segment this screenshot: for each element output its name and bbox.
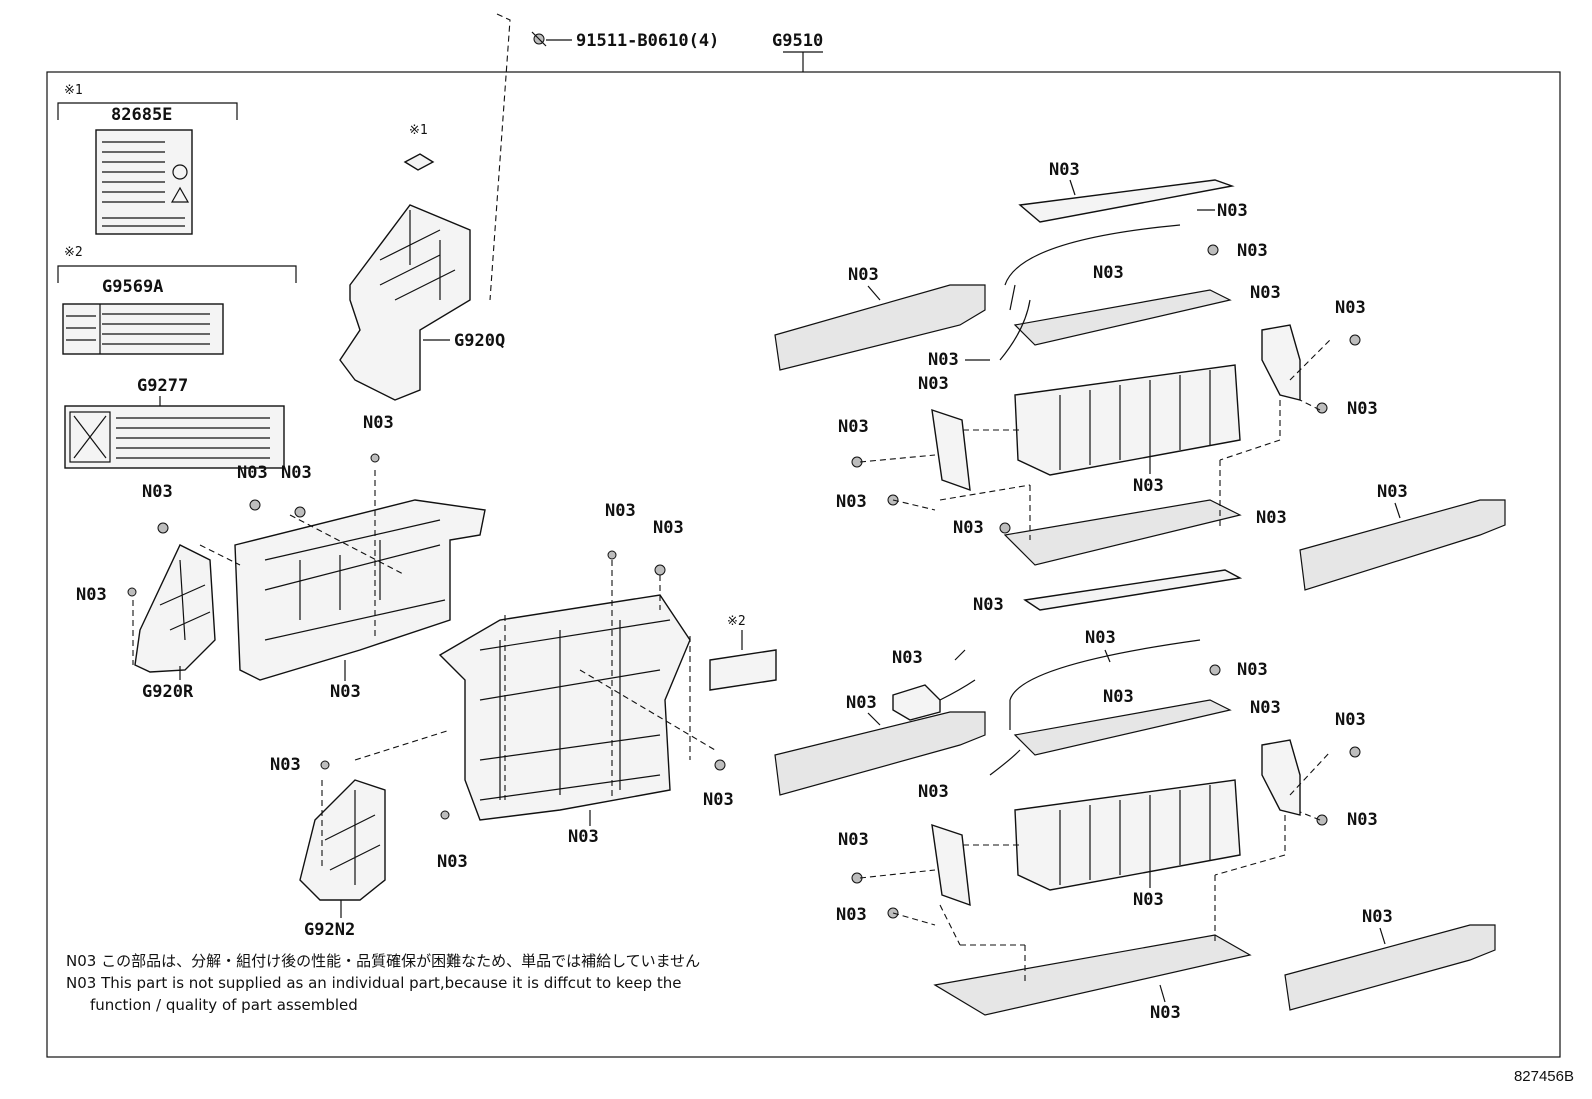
bolt-part-label: 91511-B0610(4) <box>576 31 719 51</box>
duct-lower-right <box>1284 924 1496 1011</box>
n03-label-r11: N03 <box>918 374 949 394</box>
label-g920r: G920R <box>142 682 194 702</box>
end-bracket-left-upper <box>931 408 971 492</box>
lower-tray-lower <box>933 934 1252 1016</box>
n03-label-r22: N03 <box>846 693 877 713</box>
n03-label-r19: N03 <box>1237 660 1268 680</box>
n03-label-r7: N03 <box>1250 283 1281 303</box>
n03-label-r4: N03 <box>848 265 879 285</box>
cover-plate-upper <box>1018 179 1235 223</box>
mark1-label: ※1 <box>64 83 83 98</box>
group-code-label: G9510 <box>772 31 823 51</box>
warning-label-g9277 <box>64 405 285 469</box>
battery-frame-left <box>234 499 486 681</box>
bus-bar-module-lower <box>1013 699 1232 756</box>
label-g9277: G9277 <box>137 376 188 396</box>
n03-label-r16: N03 <box>973 595 1004 615</box>
battery-stack-lower <box>1014 779 1241 891</box>
n03-label-a: N03 <box>363 413 394 433</box>
bolt-icon <box>531 31 547 47</box>
n03-label-r21: N03 <box>1103 687 1134 707</box>
n03-label-r30: N03 <box>1150 1003 1181 1023</box>
warning-label-g9569a <box>62 303 224 355</box>
n03-label-b: N03 <box>237 463 268 483</box>
bracket-g920r <box>134 544 216 673</box>
n03-label-d: N03 <box>142 482 173 502</box>
n03-label-r17: N03 <box>1377 482 1408 502</box>
n03-label-f: N03 <box>605 501 636 521</box>
n03-label-r18: N03 <box>1085 628 1116 648</box>
n03-label-r26: N03 <box>1133 890 1164 910</box>
n03-label-r1: N03 <box>1049 160 1080 180</box>
note-jp: N03 この部品は、分解・組付け後の性能・品質確保が困難なため、単品では補給して… <box>66 952 701 970</box>
mark2-small-label: ※2 <box>727 614 746 629</box>
n03-label-r24: N03 <box>1335 710 1366 730</box>
label-g92n2: G92N2 <box>304 920 355 940</box>
note-en-line2: function / quality of part assembled <box>90 996 358 1014</box>
duct-lower-left <box>774 711 986 796</box>
bus-bar-module-upper <box>1013 289 1232 346</box>
n03-label-r20: N03 <box>892 648 923 668</box>
n03-label-r8: N03 <box>1335 298 1366 318</box>
n03-left-frame-label: N03 <box>330 682 361 702</box>
label-g9569a: G9569A <box>102 277 163 297</box>
duct-upper-left <box>774 284 986 371</box>
n03-label-r6: N03 <box>928 350 959 370</box>
end-bracket-right-upper <box>1261 324 1301 401</box>
n03-label-r31: N03 <box>1362 907 1393 927</box>
end-bracket-left-lower <box>931 823 971 907</box>
bolt-icons-left <box>127 453 726 820</box>
n03-label-r9: N03 <box>1347 399 1378 419</box>
n03-label-r23: N03 <box>1250 698 1281 718</box>
mark2-label: ※2 <box>64 245 83 260</box>
bracket-g920q <box>339 204 471 401</box>
battery-frame-center <box>438 594 691 821</box>
label-g920q: G920Q <box>454 331 505 351</box>
end-bracket-right-lower <box>1261 739 1301 816</box>
n03-label-r14: N03 <box>953 518 984 538</box>
note-en-line1: N03 This part is not supplied as an indi… <box>66 974 682 992</box>
n03-label-j: N03 <box>437 852 468 872</box>
n03-label-g: N03 <box>653 518 684 538</box>
label-82685e: 82685E <box>111 105 172 125</box>
small-label-sticker <box>403 153 435 171</box>
n03-label-r5: N03 <box>1093 263 1124 283</box>
n03-center-frame-label: N03 <box>568 827 599 847</box>
n03-label-h: N03 <box>270 755 301 775</box>
cover-plate-lower-upper <box>1023 569 1243 611</box>
n03-label-r10: N03 <box>1133 476 1164 496</box>
reference-number: 827456B <box>1513 1068 1574 1085</box>
n03-label-e: N03 <box>76 585 107 605</box>
n03-label-r25: N03 <box>1347 810 1378 830</box>
n03-label-c: N03 <box>281 463 312 483</box>
mark1-small-label: ※1 <box>409 123 428 138</box>
lower-tray-upper <box>1003 499 1242 566</box>
n03-label-r13: N03 <box>836 492 867 512</box>
label-sticker-mark2 <box>709 649 777 691</box>
bracket-g92n2 <box>299 779 386 901</box>
n03-label-r29: N03 <box>836 905 867 925</box>
n03-label-r15: N03 <box>1256 508 1287 528</box>
battery-stack-upper <box>1014 364 1241 476</box>
n03-label-r2: N03 <box>1217 201 1248 221</box>
n03-label-r12: N03 <box>838 417 869 437</box>
n03-label-r27: N03 <box>918 782 949 802</box>
service-plug <box>892 684 941 721</box>
n03-label-r3: N03 <box>1237 241 1268 261</box>
duct-upper-right <box>1299 499 1506 591</box>
n03-label-r28: N03 <box>838 830 869 850</box>
n03-label-i: N03 <box>703 790 734 810</box>
